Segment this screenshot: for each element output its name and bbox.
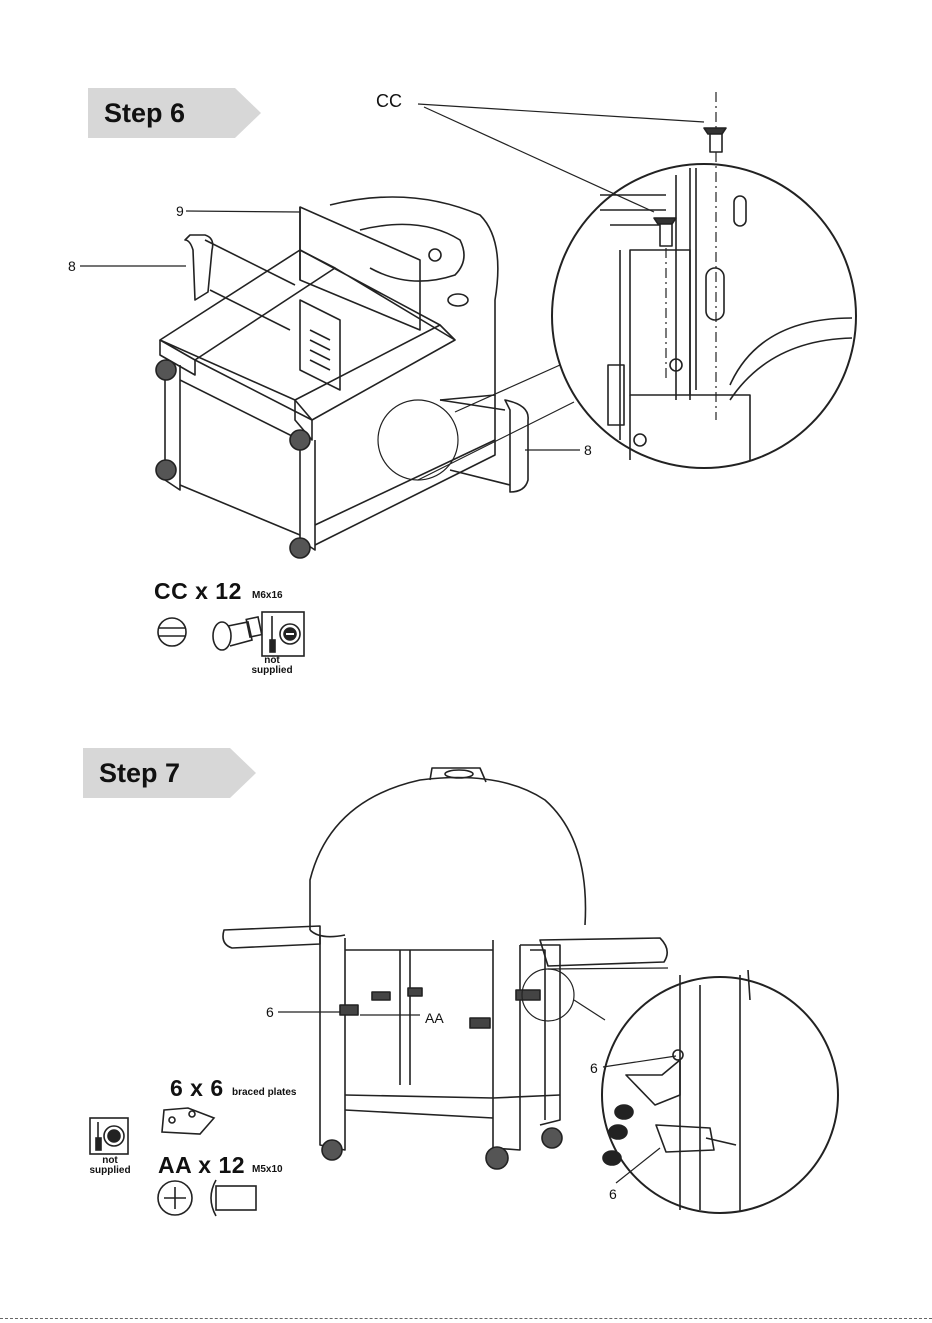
shoulder-bolt-icon bbox=[213, 617, 262, 650]
phillips-screw-head-icon bbox=[158, 1181, 192, 1215]
step-6-illustration bbox=[0, 0, 932, 720]
aa-count-label: AA x 12 bbox=[158, 1152, 245, 1179]
aa-size-label: M5x10 bbox=[252, 1164, 283, 1175]
cc-count-label: CC x 12 bbox=[154, 578, 242, 605]
not-supplied-note-6: not supplied bbox=[248, 656, 296, 676]
plates-count-label: 6 x 6 bbox=[170, 1075, 224, 1102]
part-6-left-label: 6 bbox=[266, 1004, 274, 1020]
braced-plate-icon bbox=[162, 1108, 214, 1134]
page-bottom-rule bbox=[0, 1318, 932, 1319]
slotted-screw-head-icon bbox=[158, 618, 186, 646]
callout-aa-label: AA bbox=[425, 1010, 444, 1026]
part-6-top-label: 6 bbox=[590, 1060, 598, 1076]
not-supplied-note-7: not supplied bbox=[86, 1156, 134, 1176]
machine-screw-icon bbox=[211, 1180, 256, 1216]
phillips-screwdriver-icon bbox=[90, 1118, 128, 1154]
plates-desc-label: braced plates bbox=[232, 1087, 296, 1098]
step-7-title: Step 7 bbox=[83, 748, 230, 798]
cc-size-label: M6x16 bbox=[252, 590, 283, 601]
part-6-bottom-label: 6 bbox=[609, 1186, 617, 1202]
flat-screwdriver-icon bbox=[262, 612, 304, 656]
step-7-banner: Step 7 bbox=[83, 748, 256, 798]
